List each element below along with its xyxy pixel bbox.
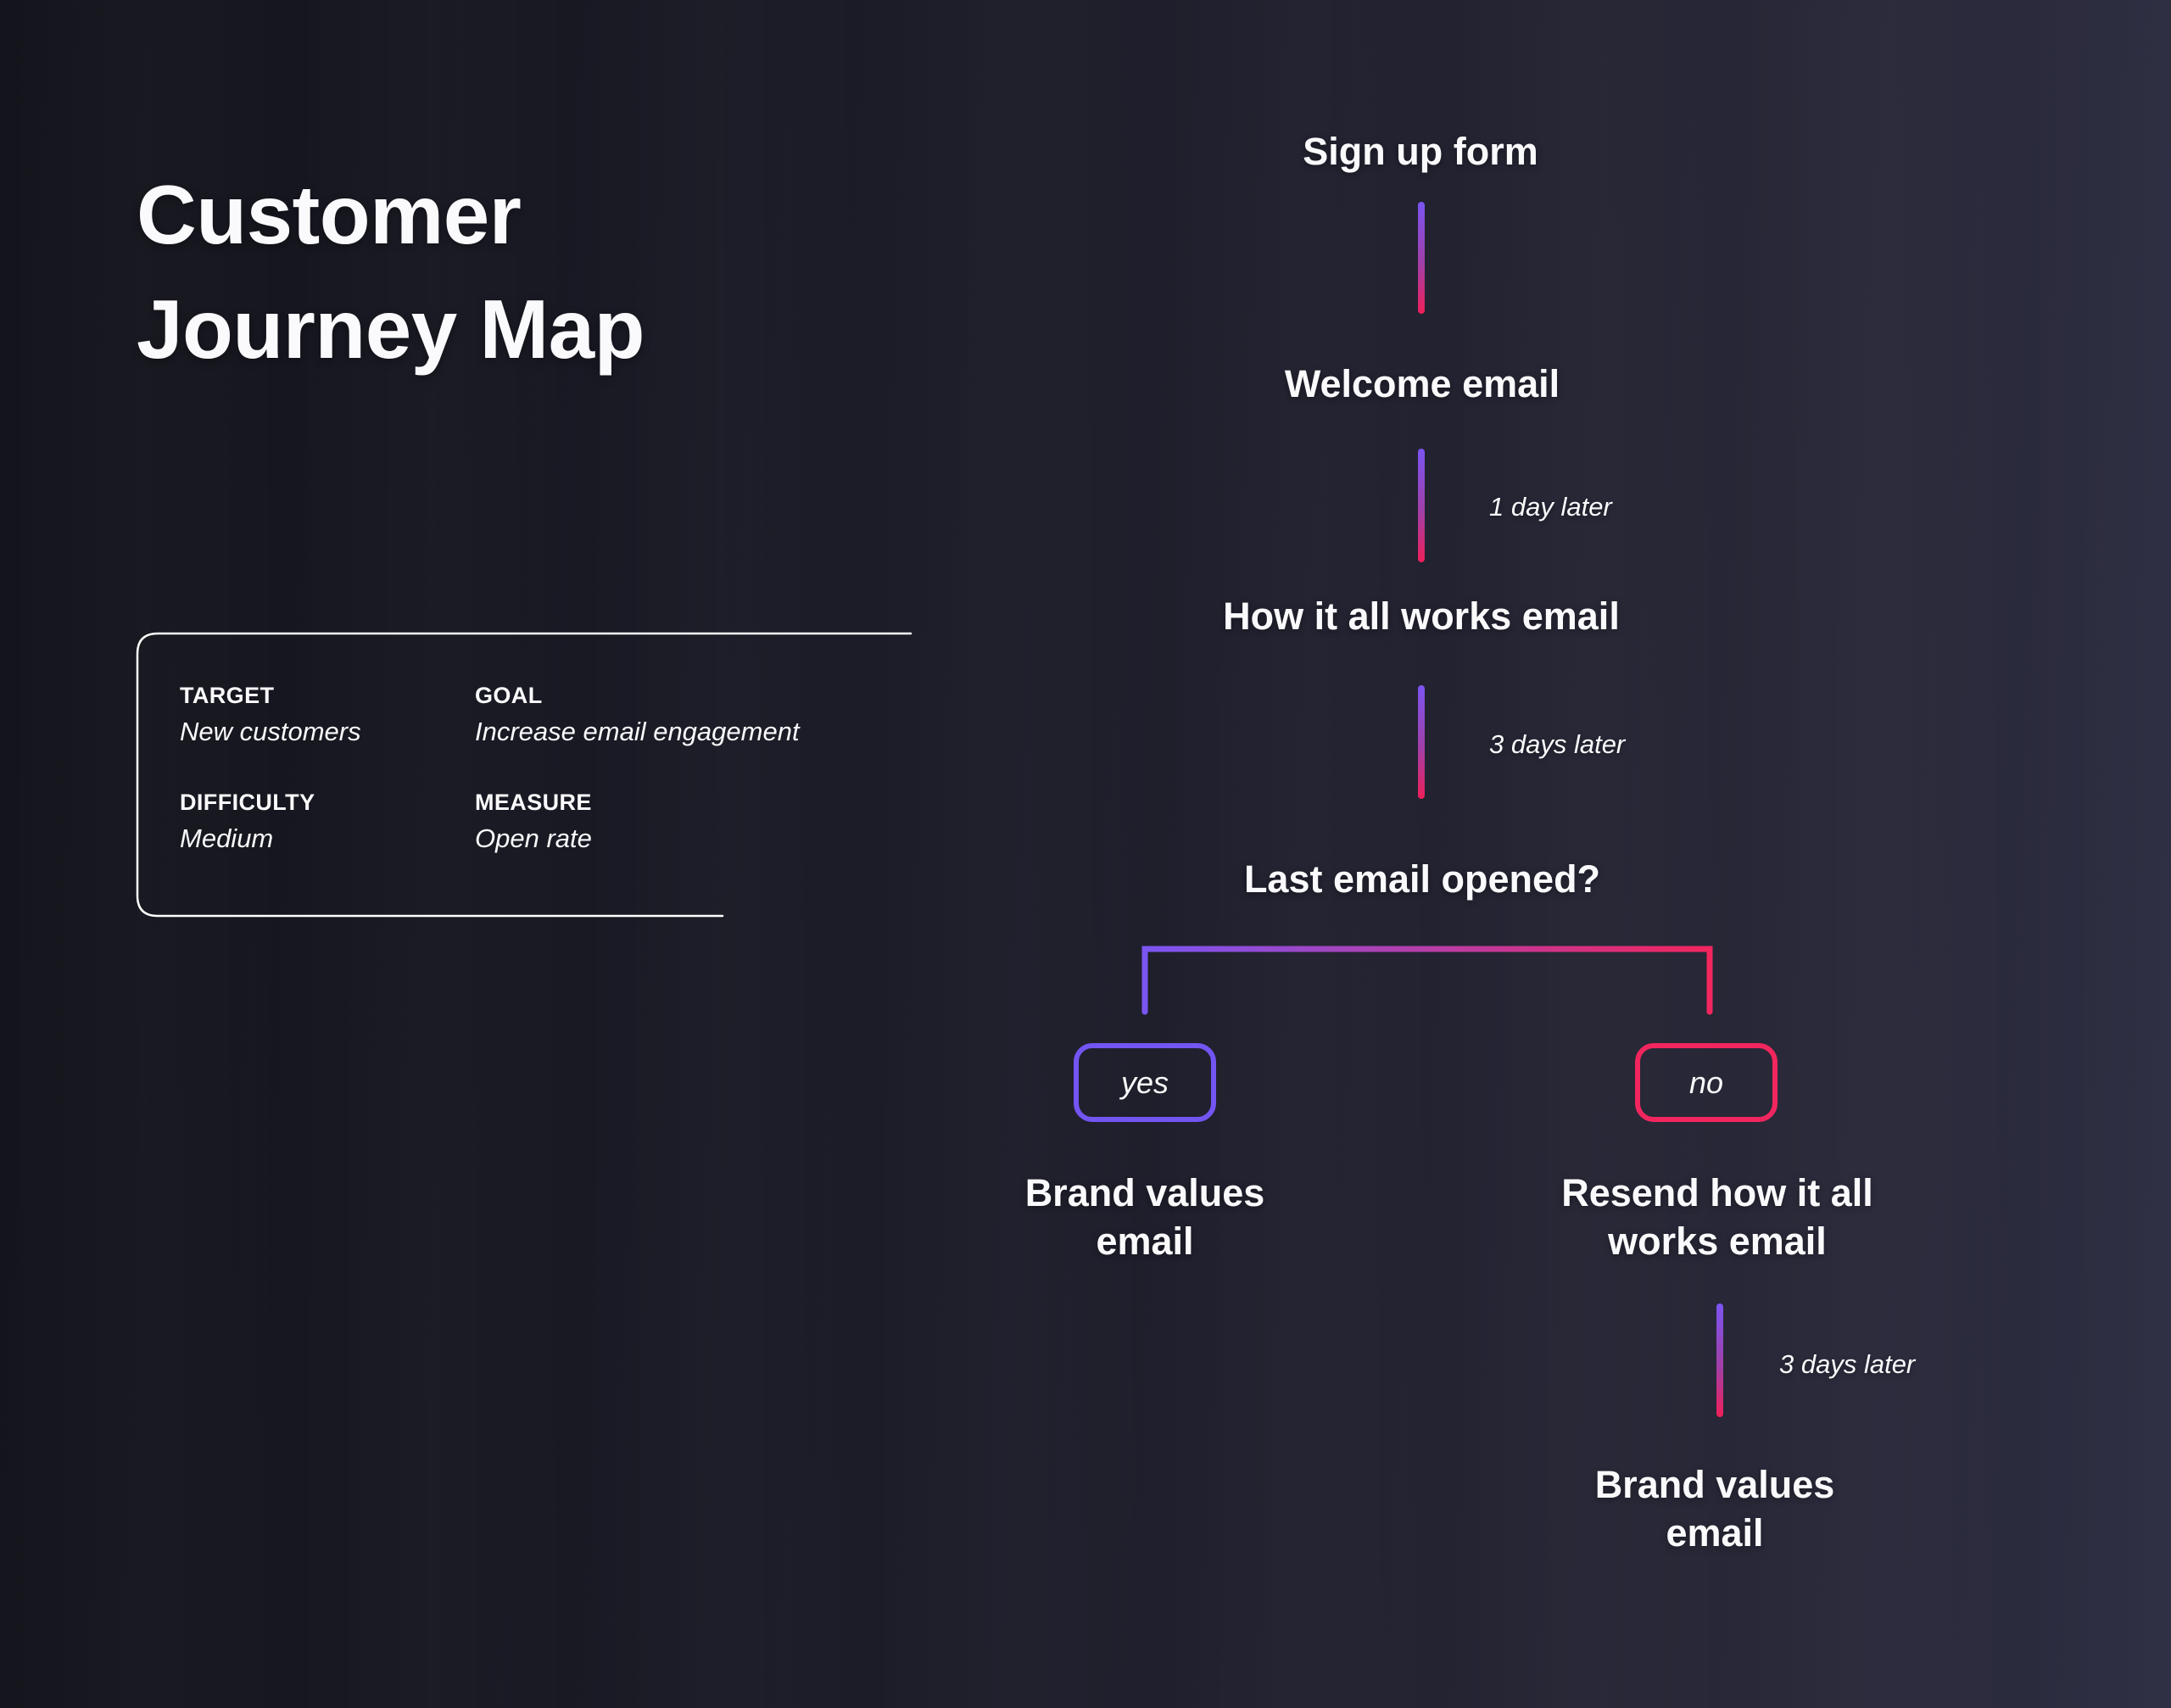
target-value: New customers [180, 717, 361, 746]
node-welcome-email: Welcome email [1284, 362, 1560, 405]
delay-3-days-later-1: 3 days later [1489, 729, 1626, 759]
connector-signup-to-welcome [1418, 202, 1425, 314]
delay-1-day-later: 1 day later [1489, 492, 1612, 522]
brand-values-no-line2: email [1666, 1511, 1764, 1555]
choice-yes-label: yes [1120, 1064, 1169, 1100]
node-how-it-all-works-email: How it all works email [1223, 594, 1620, 638]
info-card-grid: TARGET New customers GOAL Increase email… [180, 683, 800, 854]
field-difficulty: DIFFICULTY Medium [180, 790, 475, 854]
node-signup-form: Sign up form [1303, 130, 1538, 173]
measure-value: Open rate [475, 823, 592, 853]
difficulty-value: Medium [180, 823, 274, 853]
page-title: Customer Journey Map [137, 168, 645, 377]
info-card-border [136, 632, 912, 918]
choice-no-box: no [1635, 1043, 1778, 1122]
choice-no-label: no [1688, 1064, 1724, 1100]
branch-connector [1141, 946, 1713, 1015]
difficulty-label: DIFFICULTY [180, 790, 315, 815]
brand-values-yes-line1: Brand values [1024, 1171, 1265, 1214]
connector-resend-to-brandvalues [1716, 1303, 1723, 1417]
info-card: TARGET New customers GOAL Increase email… [136, 632, 912, 918]
field-measure: MEASURE Open rate [475, 790, 800, 854]
connector-howworks-to-decision [1418, 685, 1425, 799]
field-goal: GOAL Increase email engagement [475, 683, 800, 747]
measure-label: MEASURE [475, 790, 592, 815]
goal-value: Increase email engagement [475, 717, 800, 746]
field-target: TARGET New customers [180, 683, 475, 747]
delay-3-days-later-2: 3 days later [1779, 1349, 1916, 1379]
goal-label: GOAL [475, 683, 543, 708]
node-resend-how-it-all-works-email: Resend how it all works email [1561, 1169, 1873, 1265]
choice-yes-box: yes [1074, 1043, 1216, 1122]
node-brand-values-email-yes: Brand values email [1025, 1169, 1265, 1265]
target-label: TARGET [180, 683, 275, 708]
node-brand-values-email-no: Brand values email [1595, 1460, 1835, 1557]
brand-values-no-line1: Brand values [1594, 1463, 1835, 1506]
brand-values-yes-line2: email [1096, 1220, 1194, 1263]
connector-welcome-to-howworks [1418, 449, 1425, 562]
node-last-email-opened: Last email opened? [1243, 857, 1601, 901]
resend-line1: Resend how it all [1561, 1171, 1873, 1214]
resend-line2: works email [1608, 1220, 1827, 1263]
